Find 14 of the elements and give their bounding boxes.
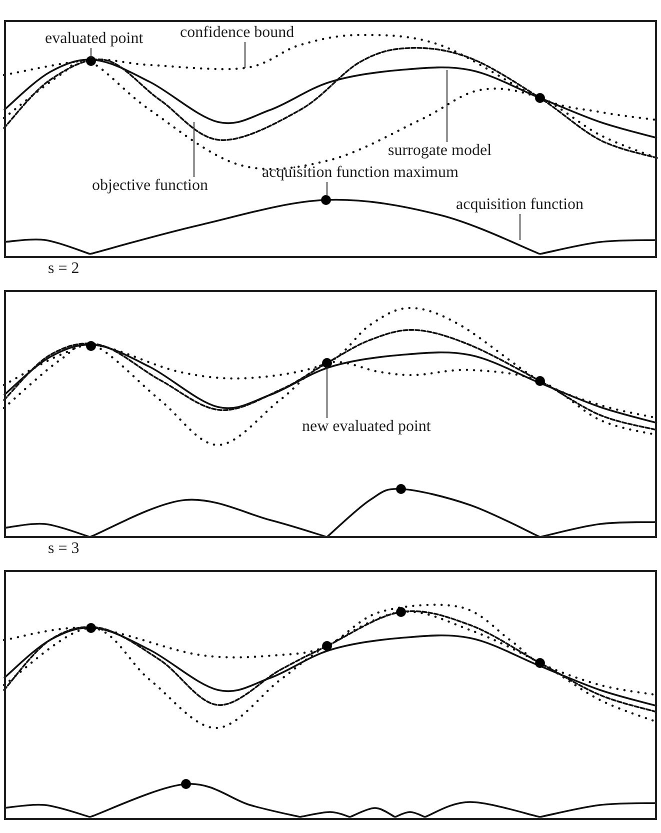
iteration-label: s = 2 [48,260,80,278]
leader-line [90,48,92,58]
leader-line [326,182,328,196]
annotation-label: acquisition function [456,196,584,214]
leader-line [446,70,448,142]
iteration-label: s = 3 [48,540,80,558]
annotation-label: new evaluated point [302,418,431,436]
annotation-label: acquisition function maximum [262,164,458,182]
leader-line [326,366,328,418]
annotation-label: evaluated point [45,30,144,48]
leader-line [244,42,246,68]
annotation-label: objective function [92,177,208,195]
annotation-label: confidence bound [180,24,294,42]
annotation-label: surrogate model [388,142,492,160]
